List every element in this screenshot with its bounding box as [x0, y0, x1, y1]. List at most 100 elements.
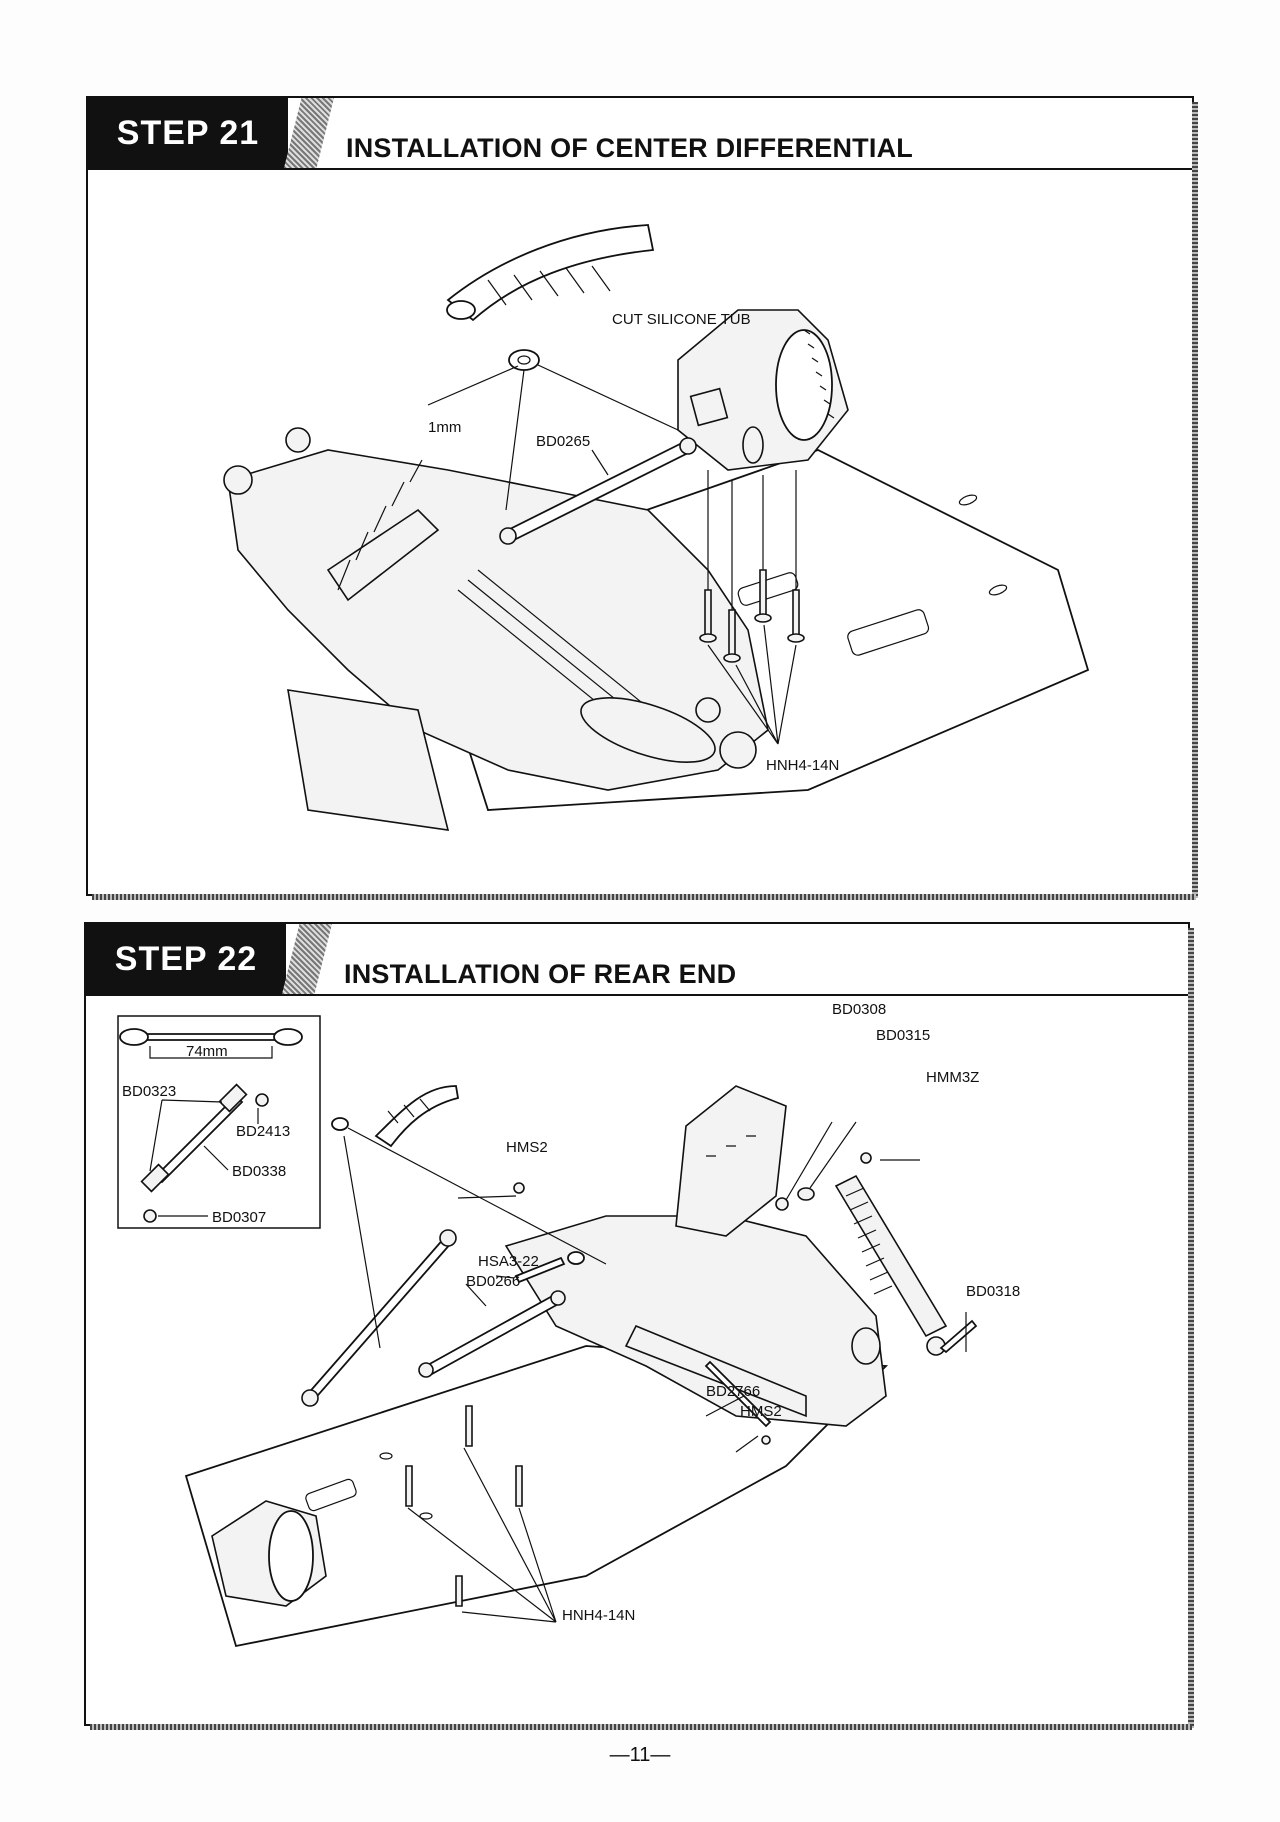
guide-line	[707, 470, 797, 610]
step-22-header: STEP 22 INSTALLATION OF REAR END	[86, 924, 1188, 996]
rod-end-right	[273, 1028, 303, 1046]
diff-output-cup	[689, 387, 729, 427]
label-driveshaft: BD0266	[466, 1273, 520, 1290]
dimension-line	[149, 1046, 273, 1059]
step-21-header: STEP 21 INSTALLATION OF CENTER DIFFERENT…	[88, 98, 1192, 170]
shock-bushing	[797, 1187, 815, 1201]
driveshaft-end	[550, 1290, 566, 1306]
step-22-drawing: 74mm BD0323 BD2413 BD0338 BD0307	[86, 996, 1188, 1724]
leader-line	[427, 365, 519, 406]
label-spacer: 1mm	[428, 419, 461, 436]
shock-nut	[860, 1152, 872, 1164]
plate-hole	[379, 1452, 393, 1460]
label-screws: HNH4-14N	[766, 757, 839, 774]
wheel-hub	[719, 731, 757, 769]
inset-rod-end-label: BD0323	[122, 1083, 176, 1100]
shock-spring	[337, 459, 423, 591]
silicone-tube	[374, 1085, 460, 1148]
shock-body	[326, 508, 440, 602]
panel-shadow	[90, 1724, 1192, 1730]
leader-line	[343, 1121, 967, 1453]
spacer	[331, 1117, 349, 1131]
tube-cut-marks	[387, 1098, 431, 1124]
camber-link	[304, 1234, 454, 1404]
step-21-illustration: CUT SILICONE TUB 1mm BD0265 HNH4-14N	[223, 224, 1090, 831]
turnbuckle-inset-box	[117, 1015, 321, 1229]
leader-line	[407, 1195, 557, 1623]
plate-slot	[305, 1478, 357, 1512]
rod-end-left	[119, 1028, 149, 1046]
label-screws: HNH4-14N	[562, 1607, 635, 1624]
plate-hole	[419, 1512, 433, 1520]
panel-shadow	[92, 894, 1196, 900]
screws	[405, 1405, 523, 1607]
setscrew	[761, 1435, 771, 1445]
diff-mount	[742, 426, 764, 464]
turnbuckle-rod	[135, 1033, 287, 1041]
driveshaft-end	[418, 1362, 434, 1378]
pivot-ball	[285, 427, 311, 453]
label-cut-tube: CUT SILICONE TUB	[612, 311, 751, 328]
step-22-illustration: 74mm BD0323 BD2413 BD0338 BD0307	[117, 1001, 1020, 1648]
leader-line	[591, 449, 609, 476]
silicone-tube	[446, 224, 655, 322]
front-bumper	[287, 689, 450, 831]
label-setscrew-bottom: HMS2	[740, 1403, 782, 1420]
label-nut: HMM3Z	[926, 1069, 979, 1086]
guide-line	[505, 364, 679, 511]
label-shock-cap: BD0308	[832, 1001, 886, 1018]
label-driveshaft: BD0265	[536, 433, 590, 450]
screw	[759, 569, 767, 616]
inset-ball-stud-label: BD0307	[212, 1209, 266, 1226]
step-tab-slant	[284, 98, 334, 168]
step-21-drawing: CUT SILICONE TUB 1mm BD0265 HNH4-14N	[88, 170, 1192, 894]
suspension-arm	[580, 697, 716, 763]
label-hinge-pin: BD2766	[706, 1383, 760, 1400]
driveshaft-end	[679, 437, 697, 455]
tower-holes	[706, 1135, 756, 1157]
step-21-tab: STEP 21	[88, 98, 288, 168]
inset-length: 74mm	[186, 1043, 228, 1060]
page-number: —11—	[609, 1744, 671, 1766]
label-pin: HSA3-22	[478, 1253, 539, 1270]
rear-chassis-plate	[184, 1345, 889, 1648]
inset-ball-label: BD2413	[236, 1123, 290, 1140]
step-22-title: INSTALLATION OF REAR END	[344, 959, 737, 989]
shock-pin	[939, 1319, 978, 1354]
diff-gear-teeth	[803, 329, 835, 419]
screw	[792, 589, 800, 636]
inset-rod-end	[140, 1163, 170, 1193]
rear-shock-body	[834, 1174, 948, 1338]
inset-ball	[255, 1093, 269, 1107]
step-22-tab: STEP 22	[86, 924, 286, 994]
tube-cut-marks	[487, 265, 611, 306]
camber-link-end	[301, 1389, 319, 1407]
step-22-panel: STEP 22 INSTALLATION OF REAR END 74mm BD…	[84, 922, 1194, 1730]
panel-shadow	[1188, 928, 1194, 1728]
diff-spur-gear	[775, 329, 833, 441]
camber-link-end	[439, 1229, 457, 1247]
label-shock-bush: BD0315	[876, 1027, 930, 1044]
plate-slot	[847, 609, 930, 656]
pin-washer	[567, 1251, 585, 1265]
plate-hole	[988, 584, 1008, 596]
rear-shock-spring	[845, 1187, 893, 1295]
tube-end	[446, 300, 476, 320]
spacer-1mm	[508, 349, 540, 371]
inset-leader	[149, 1099, 259, 1217]
hinge-pin-hsa	[514, 1256, 566, 1284]
screw	[704, 589, 712, 636]
wheel-hub	[223, 465, 253, 495]
screws	[699, 569, 805, 663]
diff-spur-gear	[268, 1510, 314, 1602]
hinge-pin-bd2766	[704, 1360, 772, 1428]
plate-hole	[958, 494, 978, 506]
setscrew	[513, 1182, 525, 1194]
inset-rod-end	[218, 1083, 248, 1113]
spacer-hole	[517, 355, 531, 365]
driveshaft-end	[499, 527, 517, 545]
label-setscrew-top: HMS2	[506, 1139, 548, 1156]
step-21-title: INSTALLATION OF CENTER DIFFERENTIAL	[346, 133, 913, 163]
pivot-ball	[695, 697, 721, 723]
